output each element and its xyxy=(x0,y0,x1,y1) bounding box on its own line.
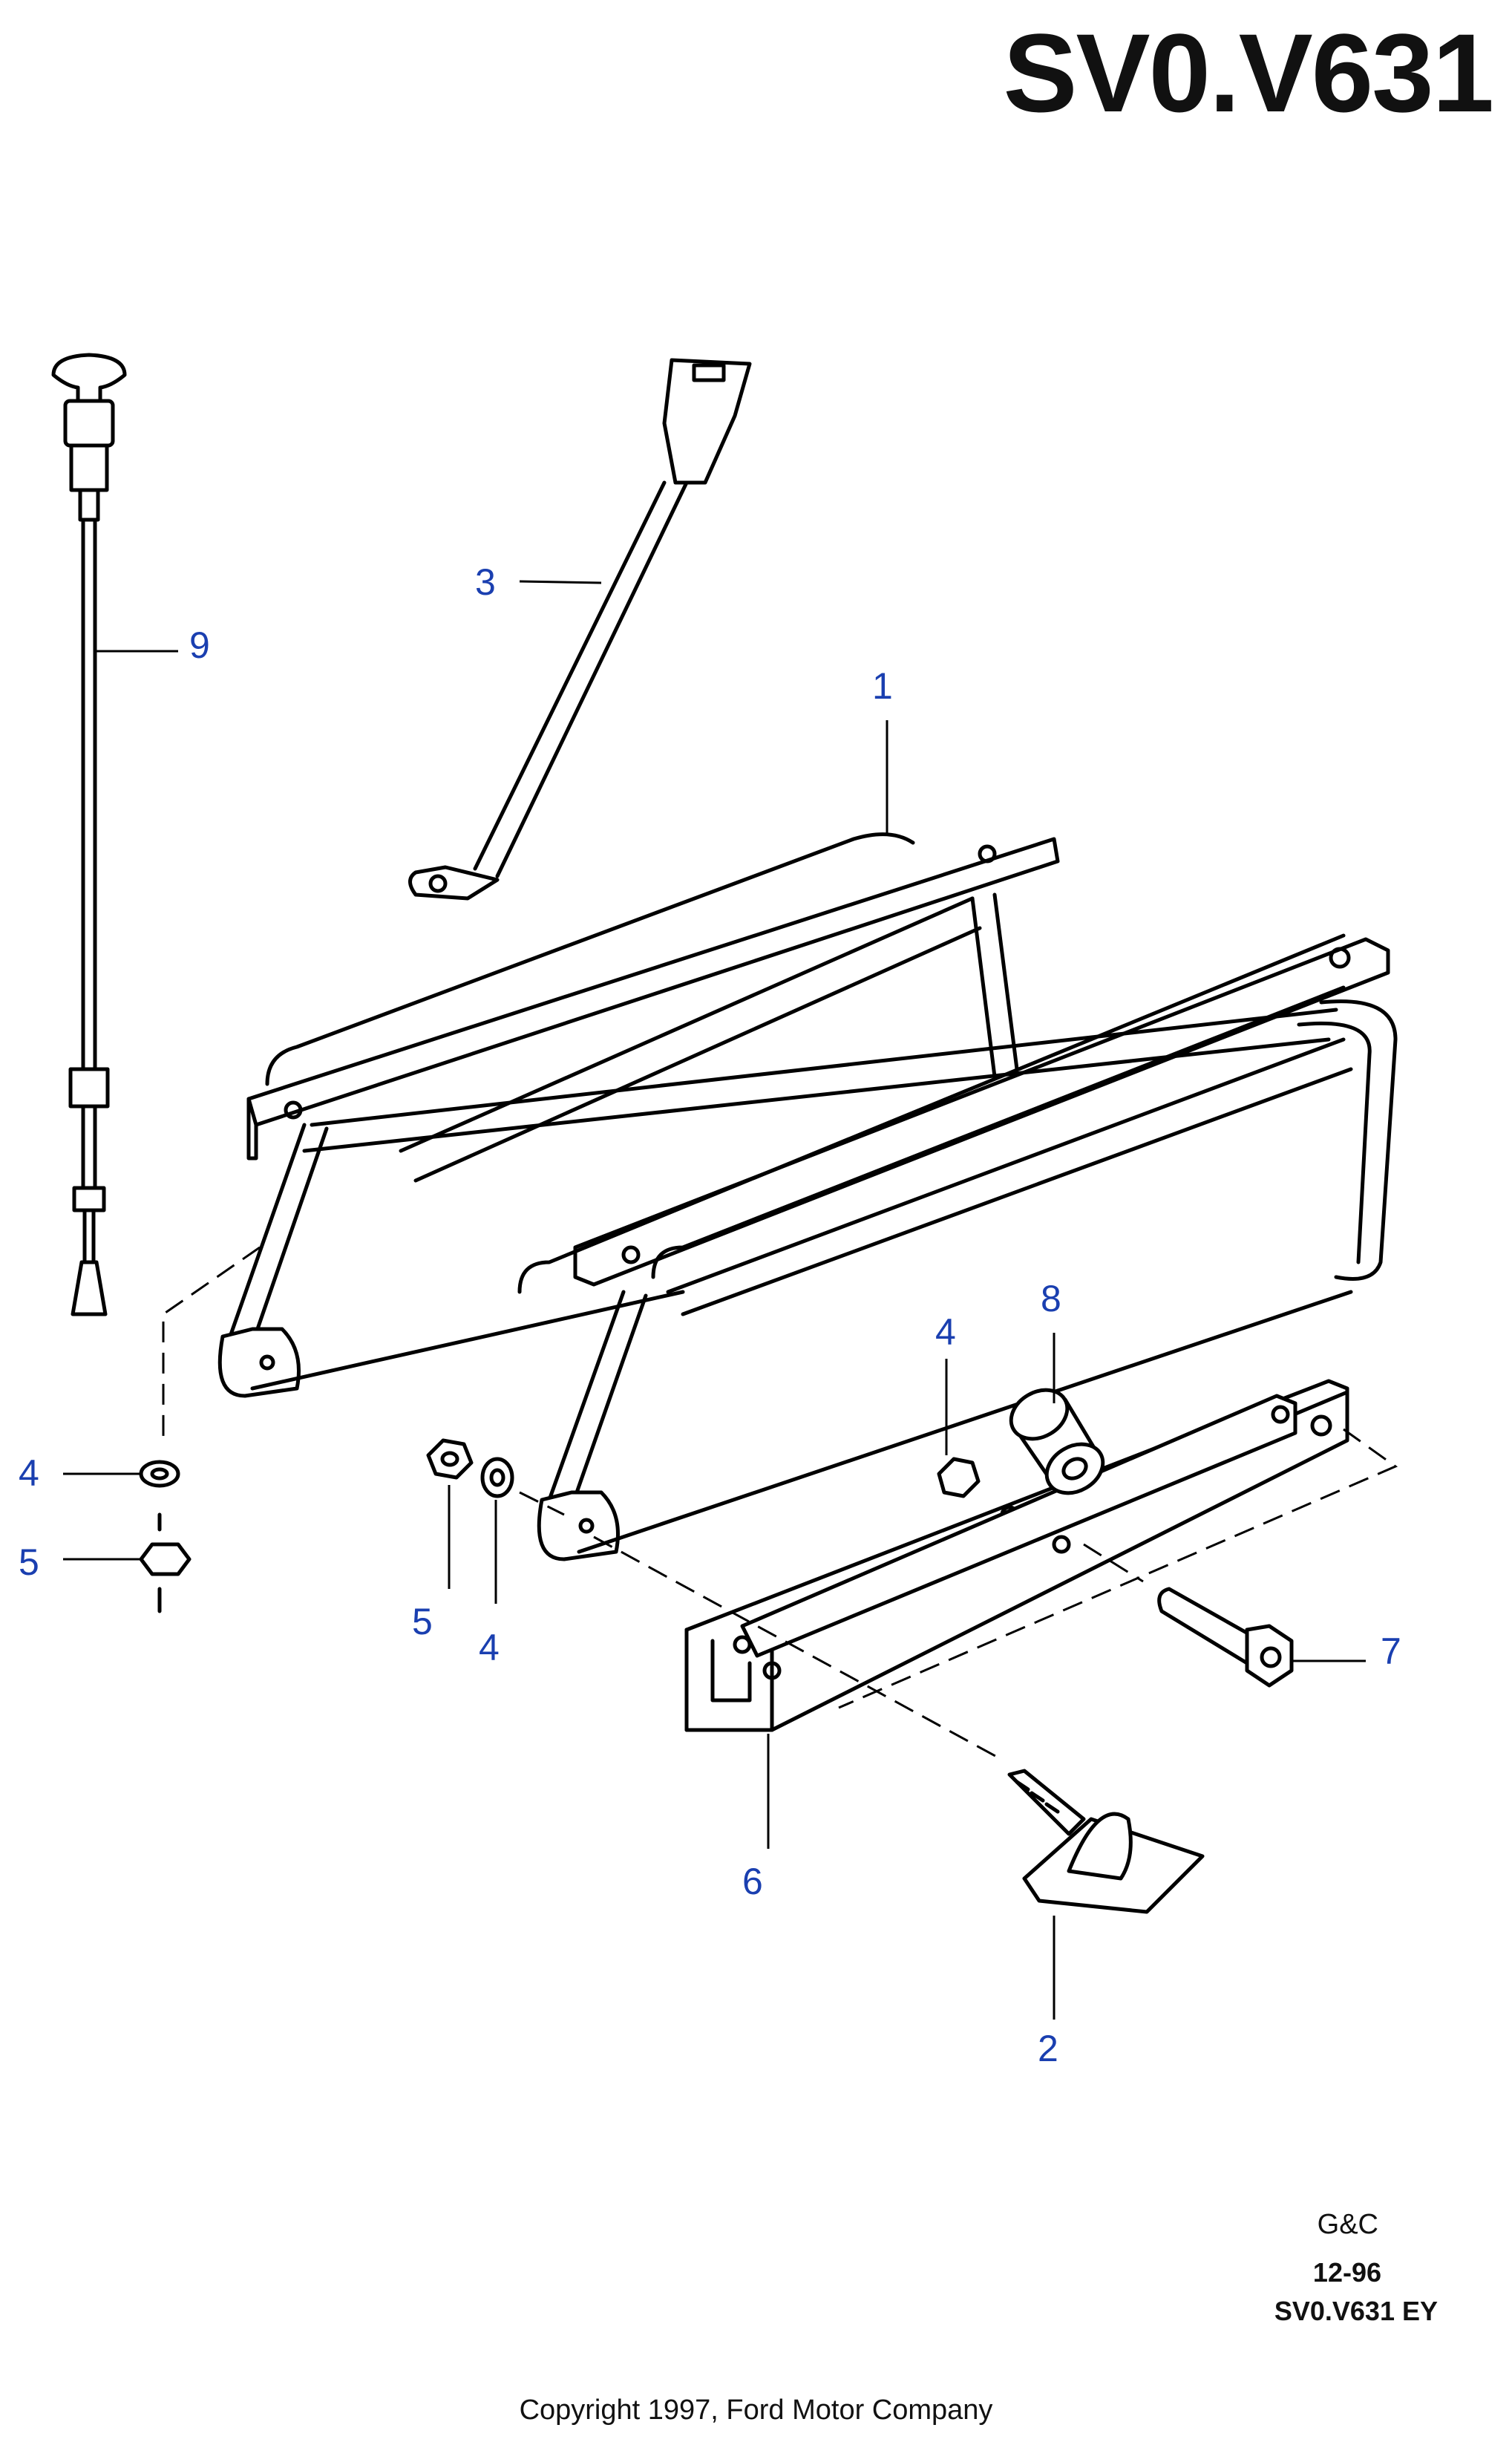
callout-3: 3 xyxy=(475,561,496,603)
callout-6: 6 xyxy=(742,1861,763,1902)
release-cable xyxy=(51,353,127,1316)
copyright-notice: Copyright 1997, Ford Motor Company xyxy=(519,2395,993,2426)
callout-1: 1 xyxy=(872,665,893,707)
callout-4-left: 4 xyxy=(19,1452,39,1494)
issue-date: 12-96 xyxy=(1312,2257,1381,2288)
callout-8: 8 xyxy=(1041,1278,1061,1319)
callout-4-middle: 4 xyxy=(479,1627,500,1668)
spacer-bush xyxy=(1009,1388,1105,1495)
callout-4-center: 4 xyxy=(935,1311,956,1353)
reference-code: SV0.V631 EY xyxy=(1274,2296,1438,2326)
alignment-lines xyxy=(162,1246,1398,1761)
callout-5-center: 5 xyxy=(412,1601,433,1642)
callout-7: 7 xyxy=(1381,1630,1401,1672)
mounting-rail xyxy=(684,1379,1349,1732)
mounting-bracket xyxy=(1007,1769,1205,1914)
callout-2: 2 xyxy=(1038,2028,1058,2069)
callout-9: 9 xyxy=(189,624,210,666)
seat-frame xyxy=(217,832,1398,1561)
diagram-title: SV0.V631 xyxy=(1003,10,1494,135)
leader-lines xyxy=(63,580,1366,2020)
support-rod xyxy=(408,358,752,901)
bolt xyxy=(1157,1587,1294,1688)
callout-5-left: 5 xyxy=(19,1541,39,1583)
publisher-mark: G&C xyxy=(1317,2209,1378,2240)
nuts-and-washers xyxy=(139,1438,981,1613)
